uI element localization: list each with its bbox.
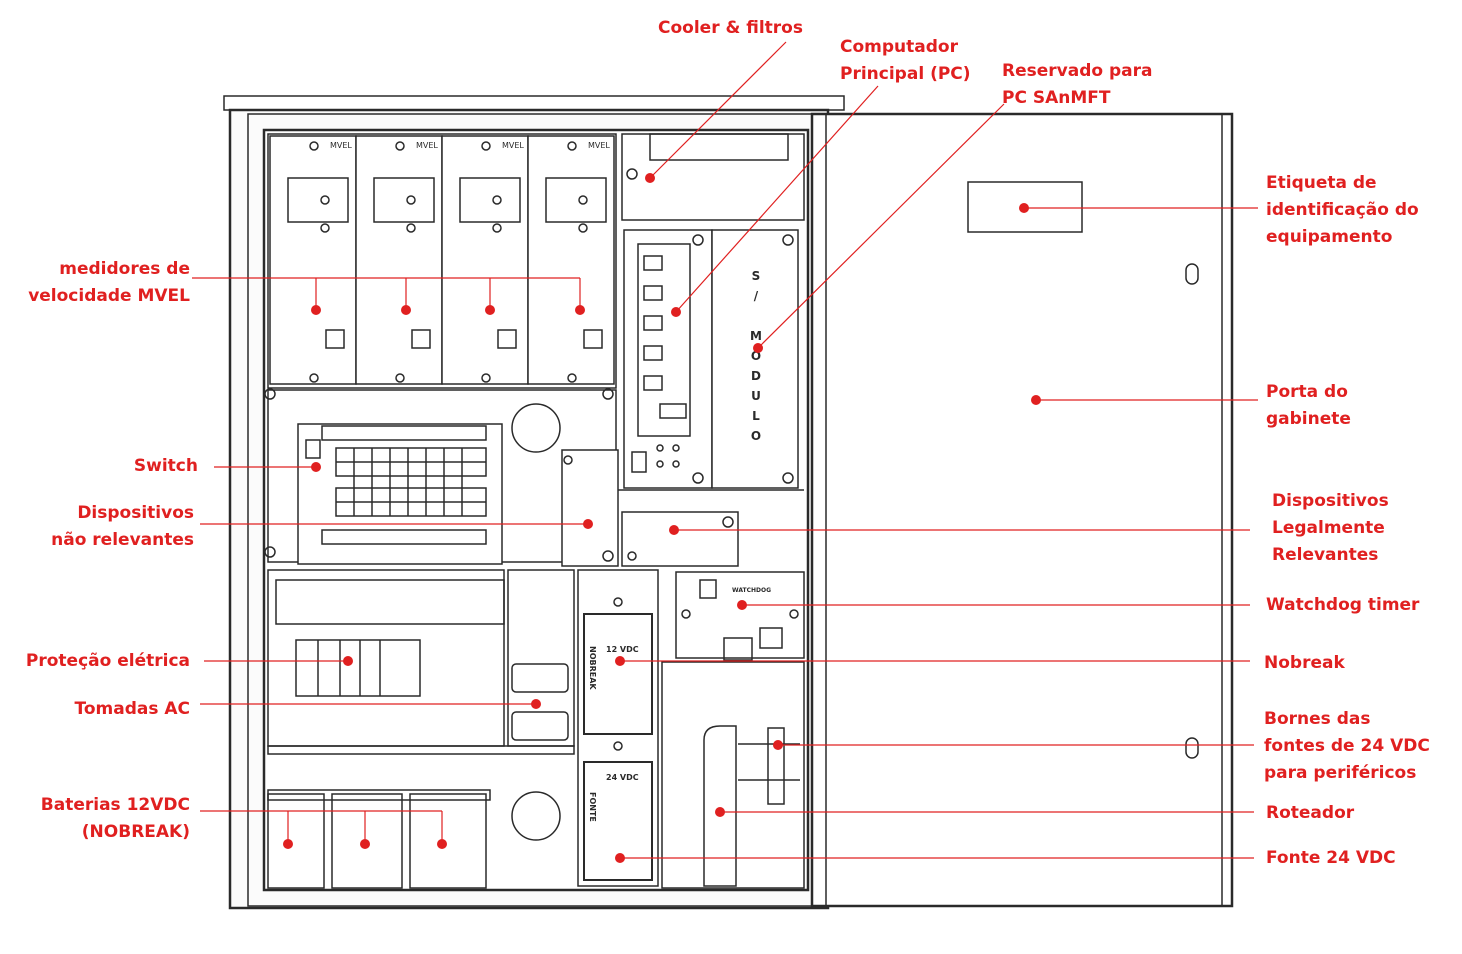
psu-24-side: FONTE [588,792,597,822]
battery-3 [409,793,487,889]
switch-body [297,423,503,565]
label-dispositivos-lr: Dispositivos Legalmente Relevantes [1272,491,1389,565]
cabinet-drawing: MVEL MVEL MVEL MVEL [223,95,1234,910]
leader-dots [283,173,1041,863]
label-tomadas: Tomadas AC [74,699,190,719]
watchdog-board [675,571,805,659]
s-modulo-letter-5: D [751,369,761,383]
label-baterias: Baterias 12VDC (NOBREAK) [40,795,190,842]
label-pc: Computador Principal (PC) [840,37,971,84]
s-modulo-letter-1: S [752,269,761,283]
watchdog-tag: WATCHDOG [732,587,771,594]
label-roteador: Roteador [1266,803,1355,823]
router-body [703,725,737,887]
s-modulo-letter-6: U [751,389,761,403]
breakers [295,639,421,697]
ac-socket-2 [511,711,569,741]
pc-io-panel [637,243,691,437]
not-relevant-device [561,449,619,567]
mvel-modules [269,135,615,385]
s-modulo-letter-8: O [751,429,761,443]
fonte-psu [583,761,653,881]
cable-gland-bottom [511,791,561,841]
label-etiqueta: Etiqueta de identificação do equipamento [1266,173,1419,247]
label-fonte: Fonte 24 VDC [1266,848,1396,868]
nobreak-psu [583,613,653,735]
psu-12-tag: 12 VDC [606,645,639,654]
label-watchdog: Watchdog timer [1266,595,1420,615]
pc-chassis [623,229,713,489]
cabinet-door [810,112,1234,908]
legal-device [621,511,739,567]
mvel-tag-3: MVEL [502,141,524,150]
psu-24-tag: 24 VDC [606,773,639,782]
door-latch-bottom [1185,737,1199,759]
psu-12-side: NOBREAK [588,646,597,690]
cabinet-roof [223,95,845,111]
ac-socket-1 [511,663,569,693]
cable-gland-top [511,403,561,453]
s-modulo-letter-2: / [754,289,759,303]
door-latch-top [1185,263,1199,285]
mvel-tag-1: MVEL [330,141,352,150]
label-protecao: Proteção elétrica [25,651,190,671]
s-modulo-letter-3: M [750,329,762,343]
label-dispositivos-nr: Dispositivos não relevantes [51,503,194,550]
label-reserved: Reservado para PC SAnMFT [1002,61,1153,108]
label-mvel: medidores de velocidade MVEL [28,259,190,306]
reserved-module [711,229,799,489]
label-nobreak: Nobreak [1264,653,1345,673]
s-modulo-letter-4: O [751,349,761,363]
label-porta: Porta do gabinete [1266,382,1351,429]
terminal-block [767,727,785,805]
mvel-tag-2: MVEL [416,141,438,150]
cooler-screw [626,168,638,180]
mvel-tag-4: MVEL [588,141,610,150]
label-switch: Switch [133,456,198,476]
s-modulo-letter-7: L [752,409,760,423]
battery-1 [267,793,325,889]
leader-lines [192,41,1258,859]
cooler-filter [649,133,789,161]
label-cooler: Cooler & filtros [658,18,803,38]
switch-ports [321,425,487,545]
label-bornes: Bornes das fontes de 24 VDC para perifér… [1264,709,1430,783]
